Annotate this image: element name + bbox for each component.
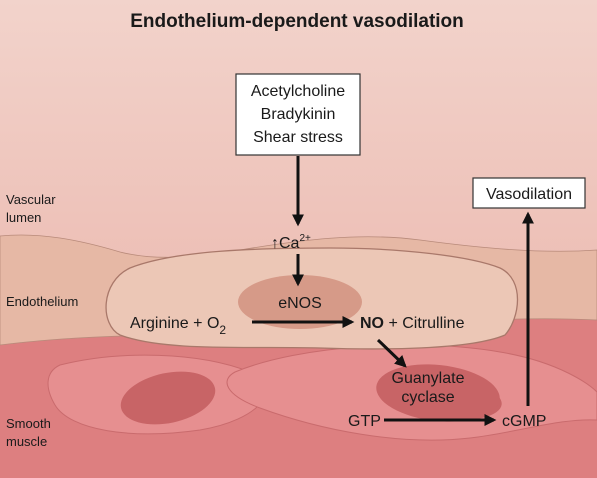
reaction-products: NO + Citrulline bbox=[360, 315, 465, 332]
label-smooth: Smooth bbox=[6, 416, 51, 431]
calcium-charge: 2+ bbox=[299, 233, 311, 244]
cgmp-label: cGMP bbox=[502, 413, 546, 430]
calcium-ion: Ca bbox=[279, 235, 300, 252]
calcium-label: ↑Ca2+ bbox=[271, 233, 311, 252]
increase-arrow-icon: ↑ bbox=[271, 235, 279, 252]
citrulline: + Citrulline bbox=[384, 315, 465, 332]
nitric-oxide: NO bbox=[360, 315, 384, 332]
label-lumen: lumen bbox=[6, 210, 41, 225]
gtp-label: GTP bbox=[348, 413, 381, 430]
reaction-substrate: Arginine + O2 bbox=[130, 315, 226, 337]
guanylate-label-line1: Guanylate bbox=[392, 370, 465, 387]
vasodilation-box: Vasodilation bbox=[472, 177, 586, 209]
diagram-title: Endothelium-dependent vasodilation bbox=[130, 11, 464, 32]
guanylate-label-line2: cyclase bbox=[401, 389, 454, 406]
stimulus-bradykinin: Bradykinin bbox=[261, 106, 336, 123]
stimuli-box: Acetylcholine Bradykinin Shear stress bbox=[235, 73, 361, 156]
stimulus-shear-stress: Shear stress bbox=[253, 129, 343, 146]
stimulus-acetylcholine: Acetylcholine bbox=[251, 83, 345, 100]
guanylate-cyclase-enzyme bbox=[376, 364, 500, 422]
vasodilation-label: Vasodilation bbox=[486, 186, 572, 203]
label-vascular: Vascular bbox=[6, 192, 56, 207]
label-muscle: muscle bbox=[6, 434, 47, 449]
smooth-muscle-nucleus-left bbox=[120, 371, 216, 425]
arrow-no-to-guanylate-cyclase bbox=[376, 338, 407, 368]
enos-enzyme bbox=[238, 275, 362, 329]
enos-label: eNOS bbox=[278, 295, 322, 312]
label-endothelium: Endothelium bbox=[6, 294, 78, 309]
